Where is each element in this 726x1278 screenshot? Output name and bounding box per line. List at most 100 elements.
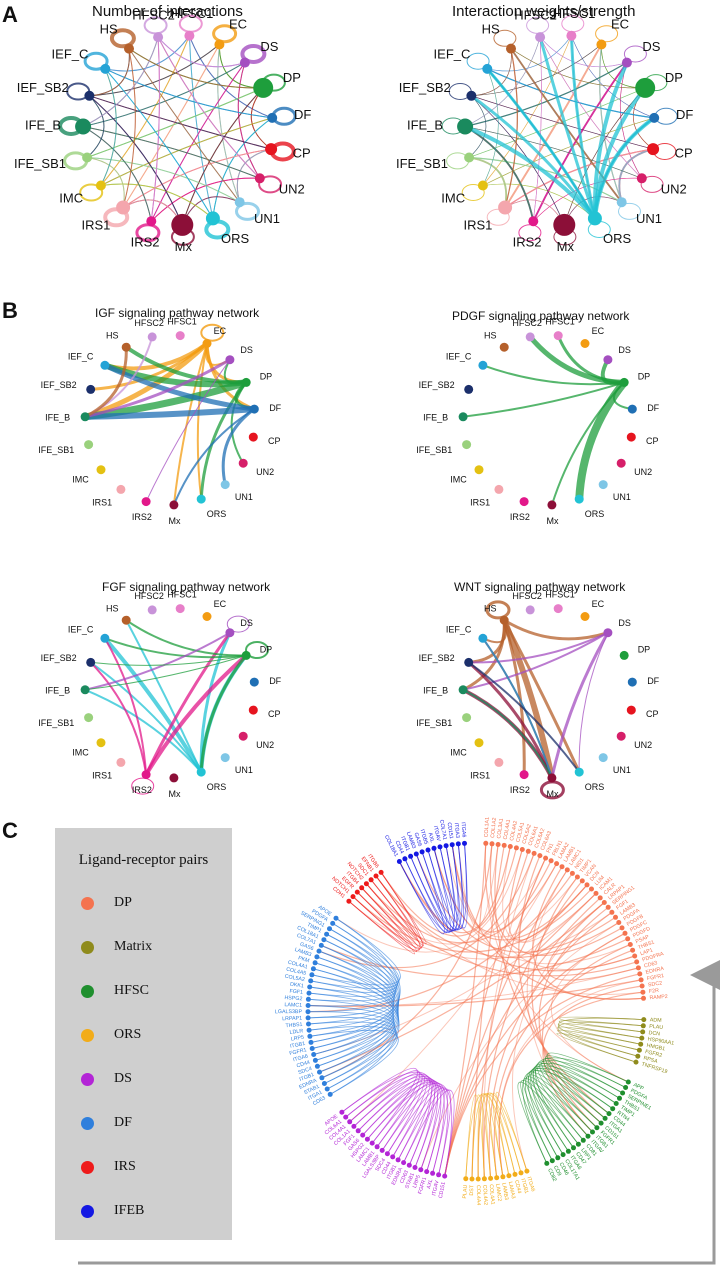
node-ds <box>225 355 235 365</box>
node-ors <box>574 494 584 504</box>
network-edge <box>471 44 602 97</box>
legend-dot <box>81 984 94 998</box>
node-cp <box>265 143 278 156</box>
node-label: HFSC2 <box>512 318 542 328</box>
node-ief-sb2 <box>84 90 95 101</box>
gene-label: RAMP2 <box>649 994 668 1001</box>
node-ief-c <box>100 360 110 370</box>
node-label: IRS2 <box>513 234 542 249</box>
node-label: HFSC1 <box>171 6 214 21</box>
gene-label: RPSA <box>643 1055 659 1065</box>
node-label: DF <box>647 403 659 413</box>
node-label: ORS <box>207 782 227 792</box>
network-edge <box>85 654 247 691</box>
node-ife-sb1 <box>462 713 472 723</box>
node-mx <box>547 773 557 783</box>
gene-label: ITGB1 <box>299 1072 315 1083</box>
node-ief-sb2 <box>464 657 474 667</box>
gene-node <box>369 1140 375 1146</box>
gene-node <box>378 869 384 875</box>
node-label: EC <box>214 599 227 609</box>
node-label: HS <box>106 330 119 340</box>
network-edge <box>122 44 220 208</box>
self-loop <box>466 52 490 70</box>
ligand-receptor-link <box>403 1089 455 1177</box>
legend-dot <box>81 896 94 910</box>
node-label: HS <box>484 330 497 340</box>
node-label: IMC <box>59 190 83 205</box>
ligand-receptor-link <box>375 875 643 995</box>
panel-a-title-weight: Interaction weights/strength <box>452 3 635 20</box>
node-imc <box>474 465 484 475</box>
gene-node <box>495 842 501 847</box>
node-label: IFE_B <box>423 685 448 695</box>
gene-node <box>641 995 646 1001</box>
gene-node <box>625 1079 631 1085</box>
ligand-receptor-link <box>471 1094 492 1180</box>
network-edge <box>487 35 572 72</box>
node-cp <box>626 705 636 715</box>
self-loop <box>258 175 283 194</box>
network-edge <box>469 156 622 203</box>
node-ief-c <box>482 63 493 74</box>
gene-node <box>620 1090 626 1096</box>
network-edge <box>105 35 190 72</box>
gene-node <box>324 1086 330 1092</box>
gene-label: THBS1 <box>637 939 655 951</box>
gene-node <box>559 864 565 870</box>
node-ds <box>603 628 613 638</box>
node-ec <box>596 39 607 50</box>
network-edge <box>486 67 597 220</box>
gene-label: COL4A2 <box>481 1185 488 1206</box>
node-label: HFSC2 <box>132 8 175 23</box>
node-ief-sb2 <box>86 657 96 667</box>
network-edge <box>103 636 203 774</box>
network-edge <box>556 335 625 384</box>
node-ife-b <box>75 118 92 135</box>
gene-node <box>379 1147 385 1153</box>
node-hfsc2 <box>147 332 157 342</box>
gene-node <box>455 841 461 847</box>
network-edge <box>504 48 518 208</box>
ligand-receptor-link <box>492 1092 522 1177</box>
gene-label: CD44 <box>394 840 405 855</box>
gene-node <box>601 900 607 905</box>
gene-label: HMGB1 <box>646 1043 666 1053</box>
network-edge <box>89 95 183 226</box>
network-edge <box>104 637 247 659</box>
node-mx <box>553 213 576 236</box>
node-label: DS <box>642 39 660 54</box>
network-edge <box>157 36 246 68</box>
node-label: IEF_SB2 <box>17 80 69 95</box>
node-hfsc2 <box>525 332 535 342</box>
node-label: IMC <box>441 190 465 205</box>
node-label: DP <box>638 372 651 382</box>
gene-label: CD44 <box>513 1180 522 1195</box>
gene-label: COL4A1 <box>287 960 308 971</box>
gene-label: LRP5 <box>412 1174 422 1189</box>
network-edge <box>90 661 203 773</box>
network-edge <box>150 177 260 222</box>
self-loop <box>235 201 260 221</box>
node-label: HFSC2 <box>134 318 164 328</box>
gene-node <box>630 947 636 953</box>
network-edge <box>538 36 597 219</box>
gene-label: ITGAV <box>432 825 441 842</box>
gene-node <box>613 914 618 920</box>
gene-node <box>519 847 525 852</box>
node-imc <box>474 738 484 748</box>
network-edge <box>199 381 248 500</box>
gene-node <box>569 870 575 876</box>
network-edge <box>83 126 260 179</box>
gene-node <box>307 1033 313 1039</box>
node-ife-sb1 <box>84 440 94 450</box>
network-edge <box>144 653 248 776</box>
gene-node <box>584 882 590 888</box>
network-edge <box>100 183 214 219</box>
node-ife-sb1 <box>84 713 94 723</box>
node-un1 <box>598 480 608 490</box>
node-un1 <box>616 197 627 208</box>
network-edge <box>464 37 541 127</box>
network-edge <box>482 364 625 386</box>
ligand-receptor-link <box>481 1093 504 1179</box>
